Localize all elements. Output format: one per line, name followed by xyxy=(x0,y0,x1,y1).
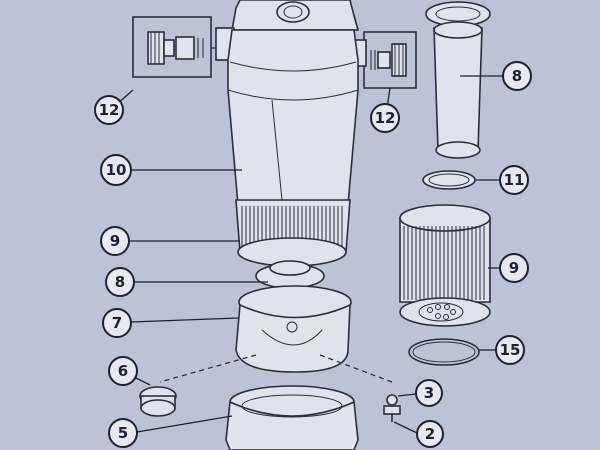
callout-label: 8 xyxy=(512,67,522,85)
o-ring-11 xyxy=(422,170,476,190)
callout-label: 8 xyxy=(115,273,125,291)
callout-label: 2 xyxy=(425,425,435,443)
callout-label: 12 xyxy=(99,101,120,119)
center-tube-right xyxy=(425,1,491,159)
filter-housing xyxy=(215,0,367,206)
callout-12-left: 12 xyxy=(94,95,124,125)
callout-8-top: 8 xyxy=(502,61,532,91)
drain-knob xyxy=(139,386,177,417)
callout-label: 15 xyxy=(500,341,521,359)
callout-label: 10 xyxy=(106,161,127,179)
callout-11: 11 xyxy=(499,165,529,195)
inset-left-fitting xyxy=(132,16,222,78)
callout-label: 11 xyxy=(504,171,525,189)
callout-6: 6 xyxy=(108,356,138,386)
callout-label: 12 xyxy=(375,109,396,127)
callout-8-mid: 8 xyxy=(105,267,135,297)
drain-valve xyxy=(383,394,401,422)
callout-2: 2 xyxy=(416,420,444,448)
callout-3: 3 xyxy=(415,379,443,407)
callout-7: 7 xyxy=(102,308,132,338)
bowl-cap xyxy=(235,285,352,373)
callout-label: 9 xyxy=(509,259,519,277)
callout-label: 3 xyxy=(424,384,434,402)
callout-label: 5 xyxy=(118,424,128,442)
callout-12-right: 12 xyxy=(370,103,400,133)
ring-nut xyxy=(225,385,359,450)
callout-label: 9 xyxy=(110,232,120,250)
callout-label: 6 xyxy=(118,362,128,380)
callout-label: 7 xyxy=(112,314,122,332)
pleated-element-left xyxy=(235,199,351,267)
gasket-15 xyxy=(408,338,480,366)
callout-9-left: 9 xyxy=(100,226,130,256)
callout-15: 15 xyxy=(495,335,525,365)
callout-5: 5 xyxy=(108,418,138,448)
callout-10: 10 xyxy=(100,154,132,186)
callout-9-right: 9 xyxy=(499,253,529,283)
pleated-element-right xyxy=(399,204,491,327)
center-tube-mid xyxy=(255,260,325,289)
